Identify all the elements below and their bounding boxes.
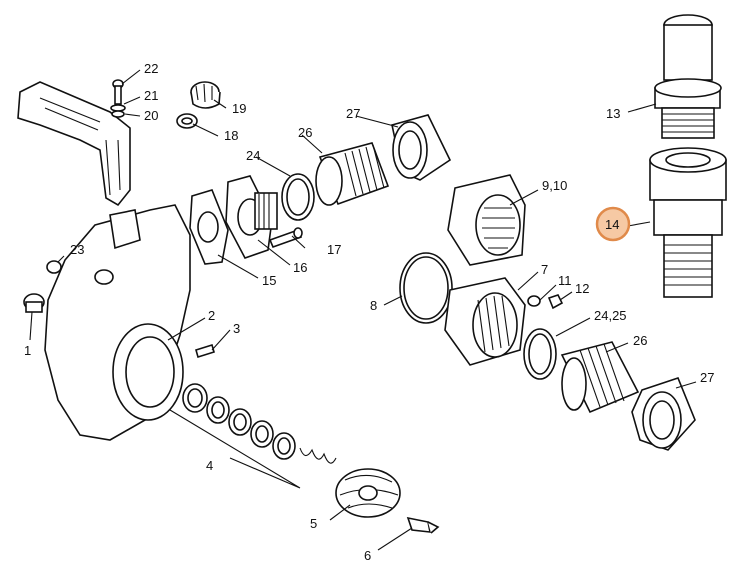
flange-part [225, 175, 278, 259]
threaded-fitting-part [654, 14, 722, 139]
callout-27-lower: 27 [700, 370, 714, 385]
callout-6: 6 [364, 548, 371, 563]
screw-stack-part [110, 79, 126, 118]
callout-labels: 1 2 3 4 5 6 7 8 9,10 11 12 13 14 15 16 1… [24, 61, 714, 563]
callout-15: 15 [262, 273, 276, 288]
seal-kit-part [182, 383, 337, 464]
washer-part [176, 113, 198, 129]
highlight-ring-14 [595, 206, 631, 242]
callout-4: 4 [206, 458, 213, 473]
large-o-ring-part [399, 252, 453, 324]
o-ring-upper-part [281, 173, 315, 221]
callout-18: 18 [224, 128, 238, 143]
strainer-adapter-part [447, 174, 526, 266]
callout-24-25: 24,25 [594, 308, 627, 323]
gasket-part [189, 189, 229, 265]
callout-1: 1 [24, 343, 31, 358]
callout-12: 12 [575, 281, 589, 296]
union-nut-upper-part [391, 114, 452, 181]
callout-23: 23 [70, 242, 84, 257]
threaded-pipe-upper-part [315, 142, 390, 206]
callout-14: 14 [605, 217, 619, 232]
bolt-part [268, 227, 303, 249]
small-fitting-part [527, 294, 564, 310]
threaded-pipe-lower-part [560, 341, 640, 414]
adapter-lower-part [444, 277, 526, 366]
callout-22: 22 [144, 61, 158, 76]
o-ring-lower-part [523, 328, 557, 380]
callout-13: 13 [606, 106, 620, 121]
impeller-part [335, 468, 401, 518]
callout-2: 2 [208, 308, 215, 323]
callout-7: 7 [541, 262, 548, 277]
small-nut-part [46, 260, 62, 274]
handle-part [17, 81, 131, 207]
callout-27-upper: 27 [346, 106, 360, 121]
callout-26-lower: 26 [633, 333, 647, 348]
knob-part [190, 81, 221, 109]
callout-20: 20 [144, 108, 158, 123]
impeller-bolt-part [406, 516, 440, 534]
callout-26-upper: 26 [298, 125, 312, 140]
callout-16: 16 [293, 260, 307, 275]
callout-5: 5 [310, 516, 317, 531]
callout-8: 8 [370, 298, 377, 313]
callout-17: 17 [327, 242, 341, 257]
leader-lines [29, 69, 697, 551]
pin-part [195, 343, 215, 359]
callout-3: 3 [233, 321, 240, 336]
callout-21: 21 [144, 88, 158, 103]
callout-11: 11 [558, 273, 572, 288]
callout-24: 24 [246, 148, 260, 163]
union-coupling-part [649, 147, 727, 298]
union-nut-lower-part [631, 377, 696, 451]
callout-9-10: 9,10 [542, 178, 567, 193]
pump-housing-part [44, 204, 191, 441]
callout-19: 19 [232, 101, 246, 116]
drain-plug-part [23, 293, 45, 313]
